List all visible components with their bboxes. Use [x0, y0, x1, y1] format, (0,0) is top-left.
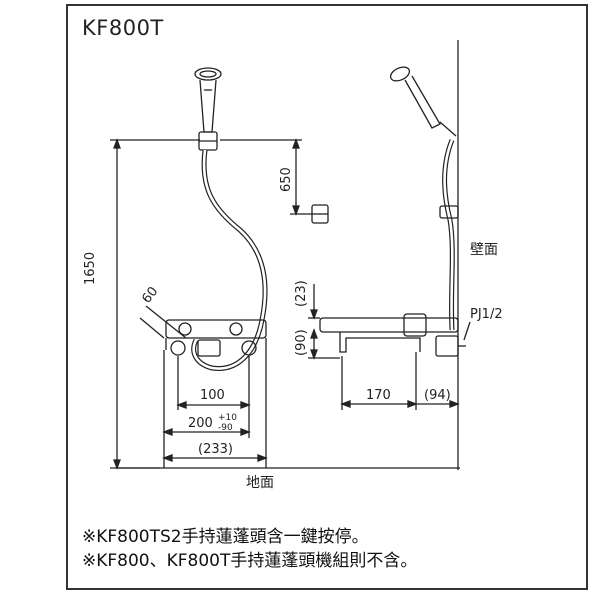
pipe-thread-label: PJ1/2 [470, 307, 503, 322]
note-kf800: ※KF800、KF800T手持蓮蓬頭機組則不含。 [82, 551, 418, 571]
dim-170-label: 170 [366, 388, 391, 403]
diagram-border [66, 4, 588, 590]
side-mixer [319, 313, 466, 357]
front-shower-head [194, 67, 222, 133]
dim-200-tol-minus: -90 [218, 423, 233, 433]
dim-100-label: 100 [200, 388, 225, 403]
side-shower-head [389, 66, 457, 137]
dim-94-label: (94) [424, 388, 451, 403]
dim-1650-label: 1650 [83, 252, 98, 285]
front-mixer-body [165, 319, 267, 357]
front-holder [198, 131, 218, 151]
dim-200-label: 200 [188, 416, 213, 431]
floor-label: 地面 [246, 475, 274, 491]
model-title: KF800T [82, 16, 164, 40]
dim-60-label: 60 [139, 284, 161, 306]
dim-23-label: (23) [294, 280, 309, 307]
dim-650-label: 650 [279, 167, 294, 192]
wall-label: 壁面 [470, 242, 498, 258]
dim-200-tol-plus: +10 [218, 413, 237, 423]
note-ts2: ※KF800TS2手持蓮蓬頭含一鍵按停。 [82, 527, 369, 547]
dim-90-label: (90) [294, 329, 309, 356]
front-hose [191, 149, 268, 371]
dim-233-label: (233) [198, 442, 233, 457]
